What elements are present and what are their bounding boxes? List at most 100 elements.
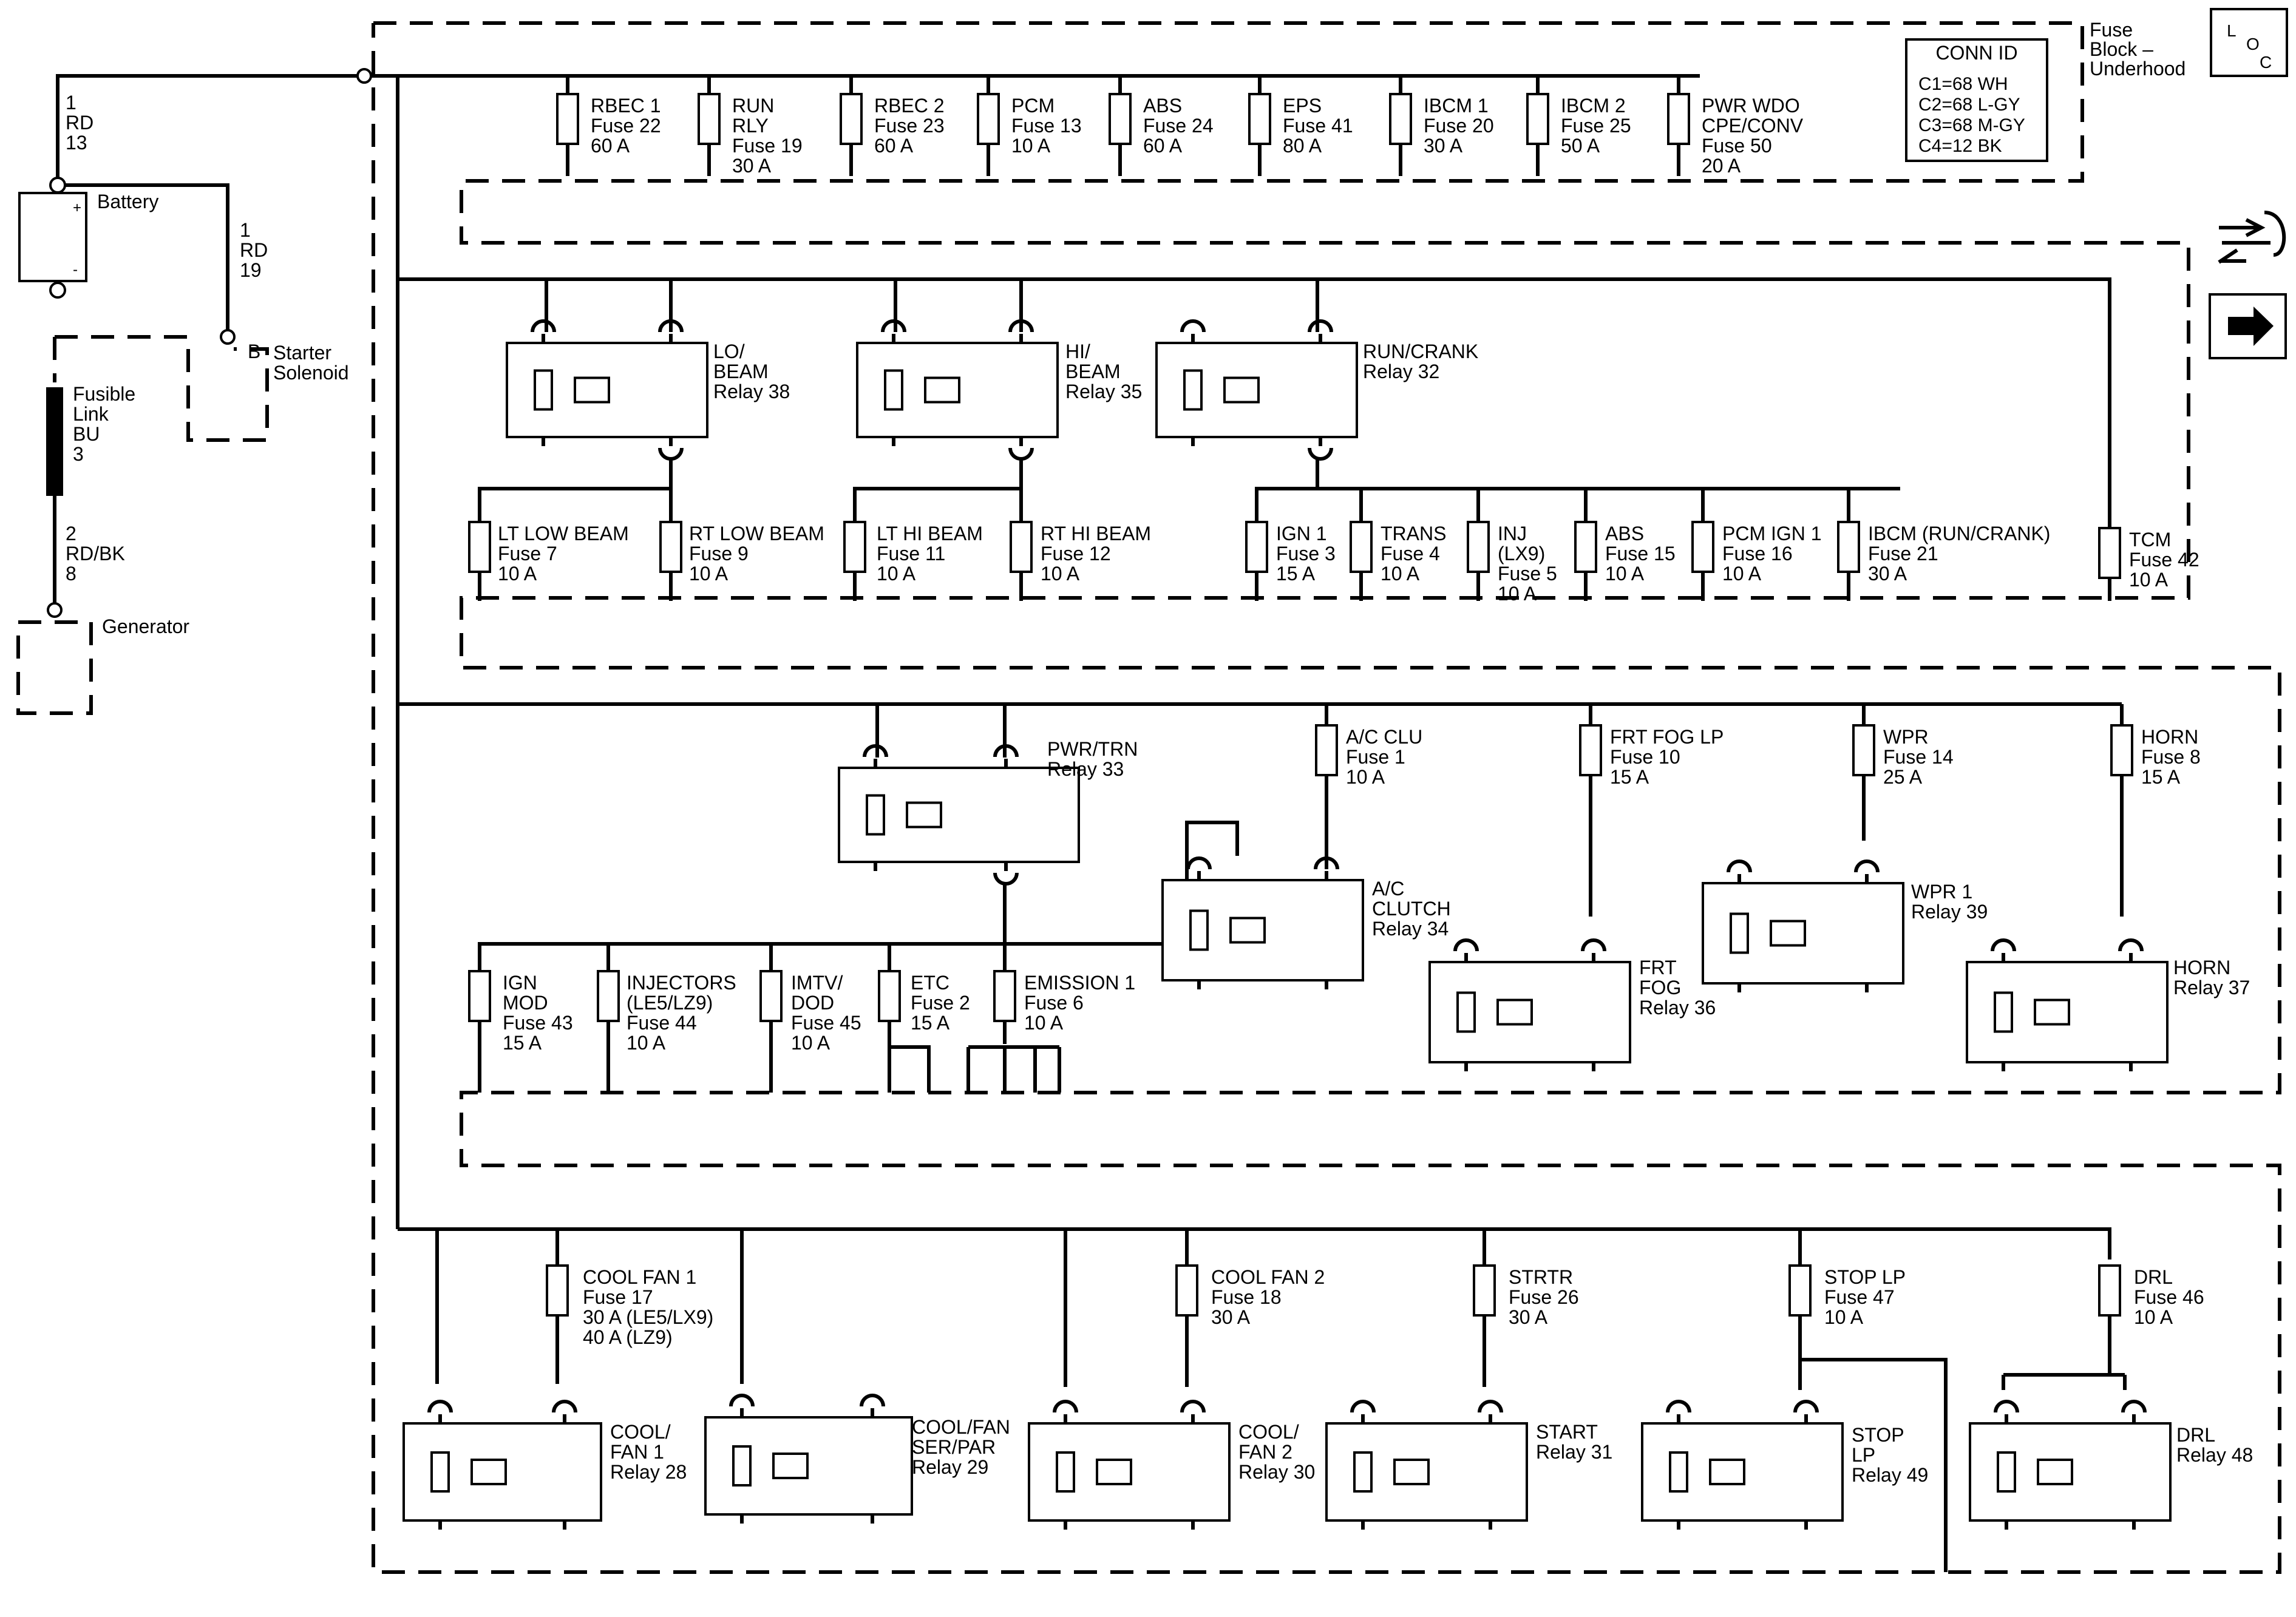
- fuse-f3-label-line: IGN 1: [1276, 523, 1327, 544]
- fuse-f17-label-line: Fuse 17: [583, 1286, 653, 1308]
- fuse-f46-icon: [2098, 1264, 2121, 1317]
- fuse-f3-icon: [1245, 521, 1268, 573]
- fuse-f10-icon: [1579, 724, 1602, 776]
- relay-r30-label-line: Relay 30: [1238, 1461, 1315, 1483]
- conn-id-row: C3=68 M-GY: [1918, 115, 2025, 135]
- fuse-f20-label-line: 30 A: [1424, 135, 1463, 157]
- connector-arc: [1180, 319, 1206, 333]
- fusible-link-label-line: 3: [73, 443, 84, 465]
- battery-label: Battery: [97, 191, 158, 212]
- fuse-f7-label-line: Fuse 7: [498, 543, 557, 564]
- wire-rd-bk-8-label-line: RD/BK: [66, 543, 125, 564]
- relay-r33-label-line: Relay 33: [1047, 758, 1124, 780]
- relay-coil-icon: [1096, 1459, 1132, 1485]
- fuse-f19-label-line: Fuse 19: [732, 135, 803, 157]
- wire-rd-13: [56, 74, 364, 185]
- connector-arc: [993, 872, 1019, 886]
- fuse-f16-icon: [1691, 521, 1714, 573]
- fuse-f25-label-line: Fuse 25: [1561, 115, 1631, 137]
- relay-coil-icon: [1223, 376, 1260, 404]
- fuse-f7-icon: [468, 521, 491, 573]
- conn-id-title: CONN ID: [1935, 42, 2017, 64]
- fuse-f12-icon: [1010, 521, 1033, 573]
- fuse-f46-label-line: Fuse 46: [2134, 1286, 2204, 1308]
- wire: [853, 458, 1023, 522]
- connector-arc: [993, 744, 1019, 758]
- fuse-f7-label-line: LT LOW BEAM: [498, 523, 629, 544]
- fuse-f15-label-line: ABS: [1605, 523, 1644, 544]
- fuse-f42-icon: [2098, 527, 2121, 579]
- connector-arc: [863, 744, 888, 758]
- fuse-f18-icon: [1175, 1264, 1198, 1317]
- relay-coil-resistor-icon: [1669, 1451, 1688, 1493]
- relay-r32-label-line: RUN/CRANK: [1363, 341, 1478, 362]
- connector-arc: [2121, 1400, 2147, 1413]
- fuse-block-title: Underhood: [2090, 58, 2186, 80]
- fuse-f21-label-line: 30 A: [1868, 563, 1907, 585]
- wire: [889, 1045, 931, 1093]
- fuse-f9-label-line: RT LOW BEAM: [689, 523, 824, 544]
- fuse-f6-label-line: 10 A: [1024, 1012, 1064, 1034]
- fuse-f7-label-line: 10 A: [498, 563, 537, 585]
- fuse-f43-label-line: MOD: [503, 992, 548, 1014]
- fuse-f19-icon: [698, 93, 721, 145]
- loc-icon-c: C: [2260, 53, 2272, 72]
- fuse-f44-label-line: INJECTORS: [627, 972, 736, 994]
- fuse-f50-label-line: PWR WDO: [1702, 95, 1800, 117]
- fuse-f41-label-line: Fuse 41: [1283, 115, 1353, 137]
- relay-r38-label-line: LO/: [713, 341, 745, 362]
- relay-r49-label-line: LP: [1852, 1444, 1875, 1466]
- fuse-f22-label-line: Fuse 22: [591, 115, 661, 137]
- wire-rd-13-label-line: 1: [66, 92, 76, 114]
- generator: [16, 620, 93, 715]
- fuse-f26-label-line: Fuse 26: [1509, 1286, 1579, 1308]
- fuse-f10-label-line: 15 A: [1610, 766, 1649, 788]
- relay-r28-label-line: FAN 1: [610, 1441, 664, 1463]
- fuse-f44-label-line: 10 A: [627, 1032, 666, 1054]
- relay-r34-label-line: A/C: [1372, 878, 1404, 900]
- fuse-f43-label-line: IGN: [503, 972, 537, 994]
- fuse-f13-label-line: Fuse 13: [1011, 115, 1082, 137]
- fuse-f4-label-line: Fuse 4: [1381, 543, 1440, 564]
- fuse-f12-label-line: 10 A: [1041, 563, 1080, 585]
- fuse-f42-label-line: TCM: [2129, 529, 2171, 551]
- bus-row2: [398, 277, 2111, 528]
- fuse-f19-label-line: RLY: [732, 115, 769, 137]
- wire: [478, 883, 1007, 971]
- relay-coil-icon: [2034, 998, 2070, 1026]
- relay-coil-icon: [1496, 998, 1533, 1026]
- wire: [1255, 487, 1317, 522]
- relay-r33-label-line: PWR/TRN: [1047, 738, 1138, 760]
- relay-r39-label-line: WPR 1: [1911, 881, 1972, 903]
- fuse-f9-icon: [659, 521, 682, 573]
- connector-arc: [1350, 1400, 1376, 1413]
- fuse-f41-icon: [1248, 93, 1271, 145]
- relay-coil-resistor-icon: [866, 794, 885, 836]
- fuse-f24-label-line: Fuse 24: [1143, 115, 1214, 137]
- fuse-f47-label-line: 10 A: [1824, 1306, 1864, 1328]
- relay-coil-resistor-icon: [1183, 369, 1203, 411]
- loc-icon: [2210, 8, 2288, 77]
- relay-coil-icon: [924, 376, 960, 404]
- relay-coil-resistor-icon: [1456, 991, 1476, 1033]
- relay-r48-label-line: DRL: [2176, 1424, 2215, 1446]
- component-symbols: [18, 8, 2288, 1522]
- fuse-f10-label-line: FRT FOG LP: [1610, 726, 1724, 748]
- fuse-f5-label-line: INJ: [1498, 523, 1527, 544]
- relay-r49-label-line: Relay 49: [1852, 1464, 1928, 1486]
- fuse-f46-label-line: 10 A: [2134, 1306, 2173, 1328]
- fuse-f22-label-line: RBEC 1: [591, 95, 661, 117]
- fuse-f26-icon: [1473, 1264, 1496, 1317]
- fuse-f45-label-line: IMTV/: [791, 972, 843, 994]
- loc-icon-o: O: [2246, 35, 2260, 53]
- arrow-right-glyph: [2228, 307, 2274, 346]
- connector-arc: [860, 1394, 885, 1407]
- fuse-f14-icon: [1852, 724, 1875, 776]
- relay-r35-label-line: BEAM: [1065, 361, 1121, 382]
- fuse-f1-icon: [1315, 724, 1338, 776]
- arrows-connector-icon: [2218, 211, 2286, 264]
- connector-arc: [658, 319, 684, 333]
- wire: [1005, 821, 1239, 946]
- fuse-f9-label-line: Fuse 9: [689, 543, 749, 564]
- relay-r38-label-line: BEAM: [713, 361, 769, 382]
